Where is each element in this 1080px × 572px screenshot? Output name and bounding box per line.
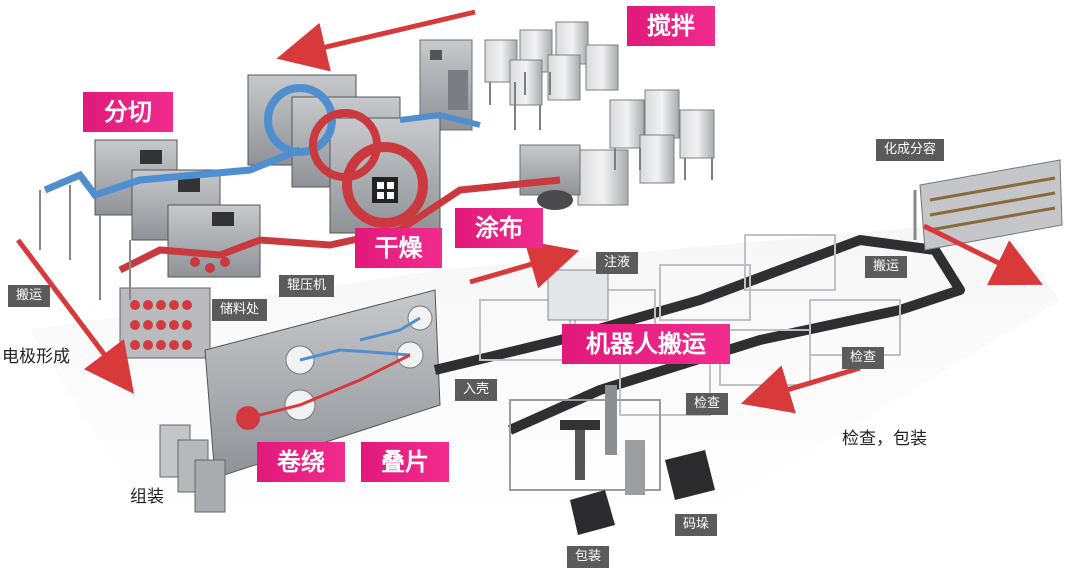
stage-slit: 分切 <box>83 92 173 132</box>
flow-arrows <box>16 9 1043 414</box>
stage-stir: 搅拌 <box>627 6 715 46</box>
label-formation: 化成分容 <box>876 139 945 161</box>
label-storage: 储料处 <box>212 299 268 321</box>
arrow-return <box>740 365 861 414</box>
text-assembly: 组装 <box>130 487 164 507</box>
stage-stack: 叠片 <box>361 442 449 482</box>
arrow-middle <box>469 240 580 289</box>
winding-stacking-machine <box>159 289 441 513</box>
label-roller-press: 辊压机 <box>279 275 335 297</box>
label-inject: 注液 <box>596 252 639 274</box>
mixing-tanks <box>419 21 715 210</box>
slitting-drying-machines <box>39 74 561 359</box>
label-palletize: 码垛 <box>675 514 718 536</box>
stage-dry: 干燥 <box>355 228 442 268</box>
label-carry-left: 搬运 <box>8 285 51 307</box>
arrow-right <box>922 223 1043 286</box>
label-case-insert: 入壳 <box>455 379 498 401</box>
arrow-left <box>16 238 135 394</box>
text-check-pack: 检查，包装 <box>842 429 927 449</box>
arrow-top <box>276 9 476 72</box>
label-inspect-2: 检查 <box>842 347 885 369</box>
label-inspect-1: 检查 <box>686 393 729 415</box>
label-carry-right: 搬运 <box>865 256 908 278</box>
label-pack: 包装 <box>567 546 610 568</box>
text-electrode: 电极形成 <box>2 347 70 367</box>
stage-wind: 卷绕 <box>257 442 345 482</box>
stage-coat: 涂布 <box>455 208 543 248</box>
stage-robot: 机器人搬运 <box>562 324 730 364</box>
